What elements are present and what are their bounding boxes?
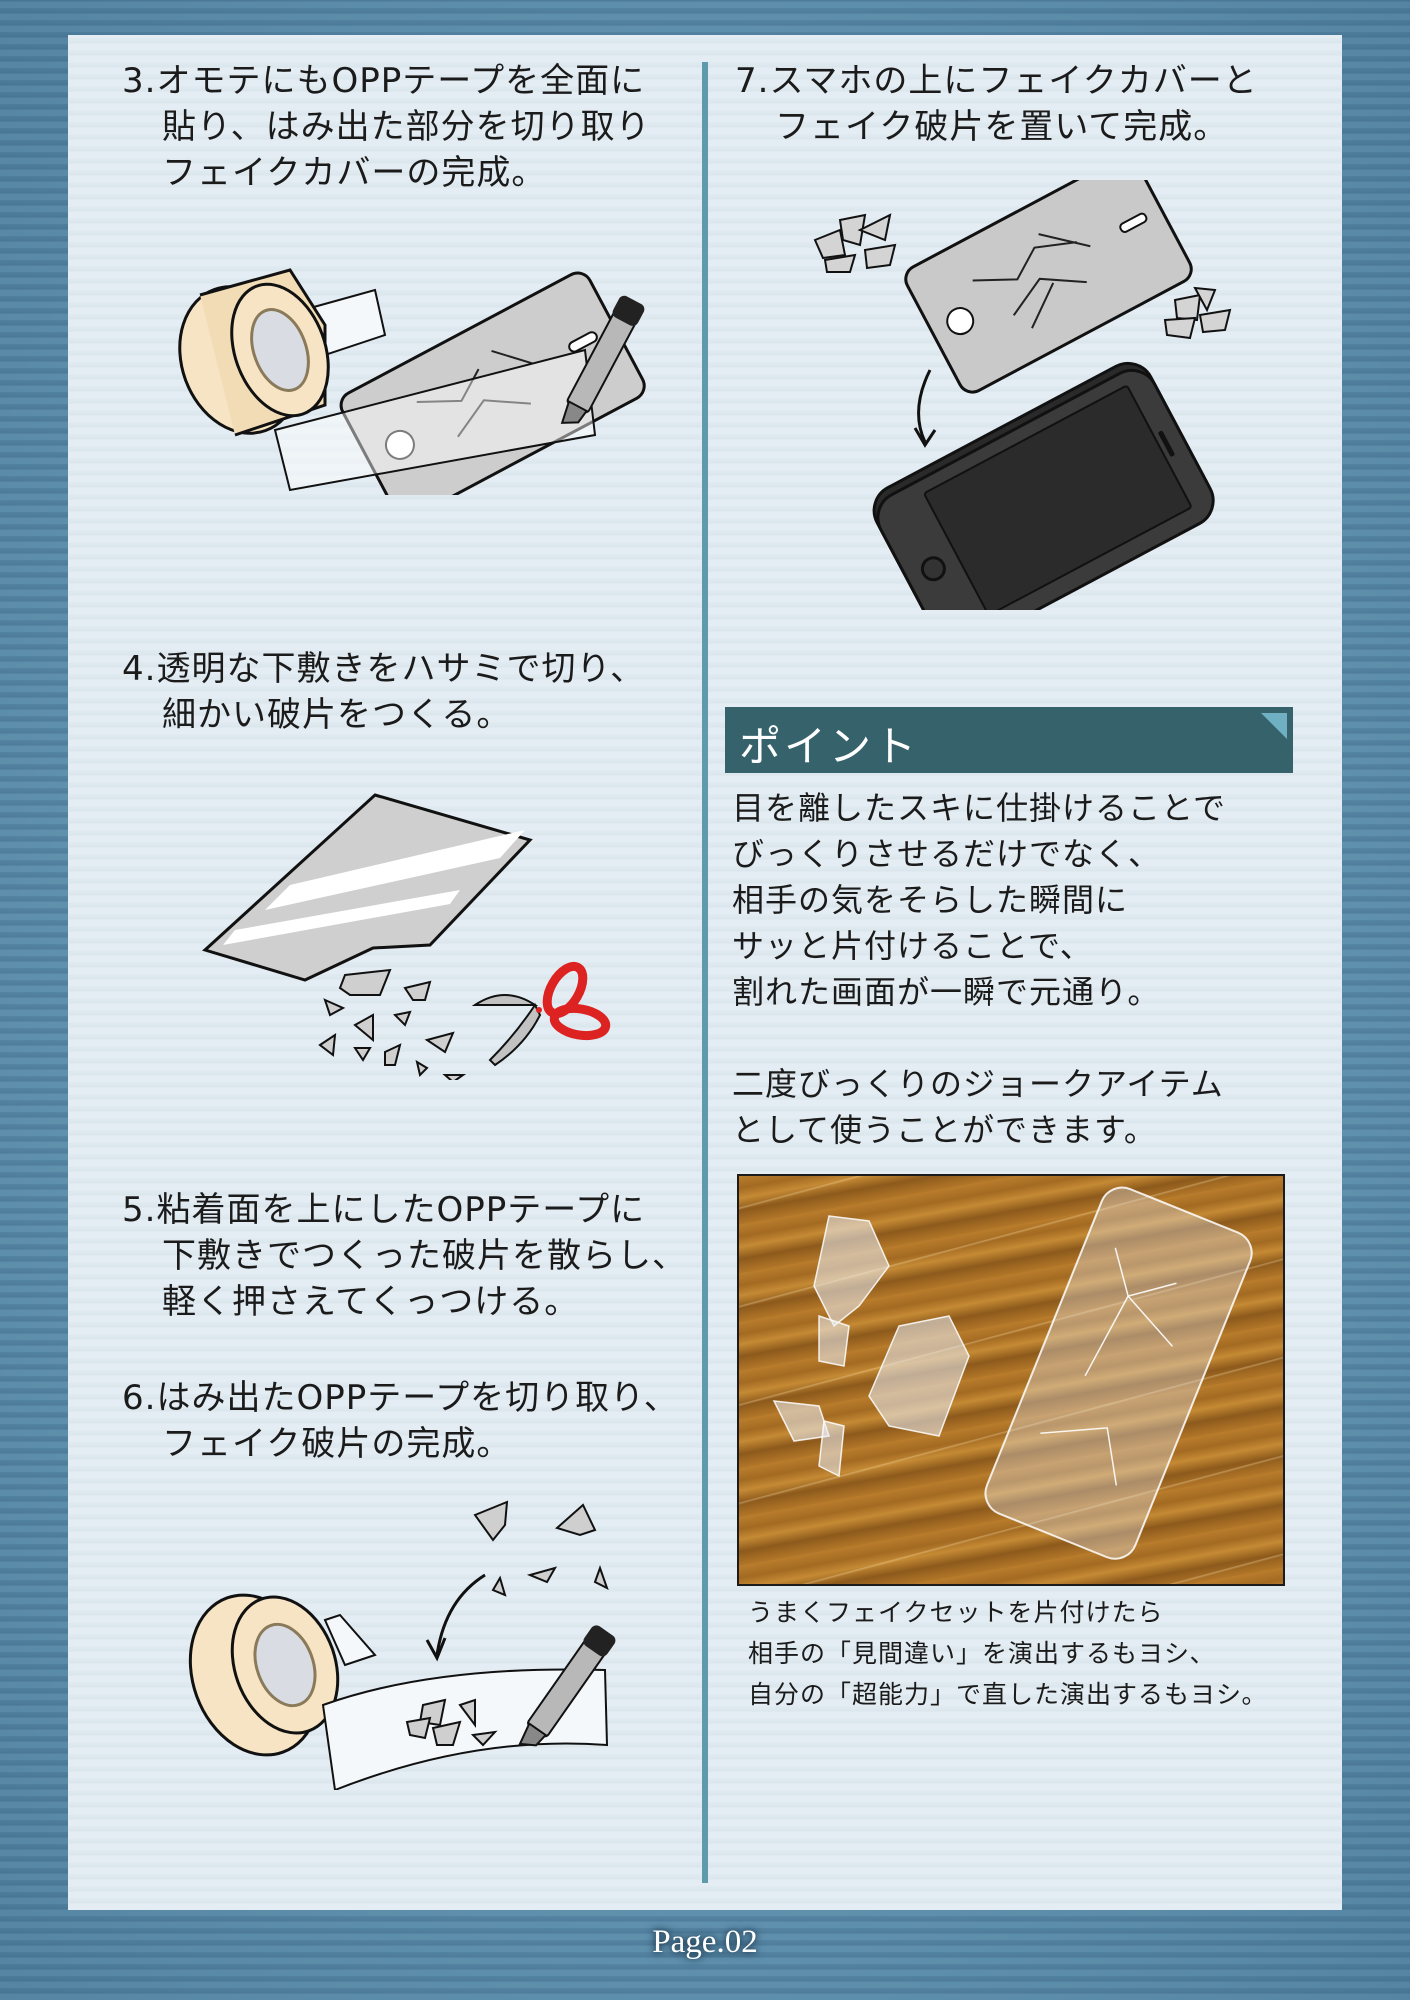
- corner-triangle-icon: [1261, 713, 1287, 739]
- point-heading-bar: ポイント: [725, 707, 1293, 773]
- point-line-6: 二度びっくりのジョークアイテム: [732, 1065, 1224, 1103]
- cover-on-smartphone-icon: [813, 180, 1232, 610]
- caption-line-2: 相手の「見間違い」を演出するもヨシ、: [748, 1639, 1216, 1668]
- tape-and-fake-cover-icon: [178, 268, 646, 495]
- step-6-text: 6.はみ出たOPPテープを切り取り、 フェイク破片の完成。: [122, 1375, 679, 1467]
- point-heading: ポイント: [739, 722, 920, 771]
- point-line-2: びっくりさせるだけでなく、: [732, 835, 1162, 873]
- sheet-and-scissors-icon: [202, 793, 611, 1080]
- point-line-5: 割れた画面が一瞬で元通り。: [732, 973, 1161, 1011]
- point-line-7: として使うことができます。: [732, 1111, 1157, 1149]
- step-5-text: 5.粘着面を上にしたOPPテープに 下敷きでつくった破片を散らし、 軽く押さえて…: [122, 1187, 687, 1325]
- step-3-line-2: 貼り、はみ出た部分を切り取り: [162, 107, 651, 147]
- step-6-line-2: フェイク破片の完成。: [162, 1424, 512, 1464]
- step-7-text: 7.スマホの上にフェイクカバーと フェイク破片を置いて完成。: [735, 58, 1258, 150]
- column-divider: [702, 62, 708, 1883]
- step-3-line-3: フェイクカバーの完成。: [162, 153, 547, 193]
- caption-line-1: うまくフェイクセットを片付けたら: [748, 1598, 1164, 1627]
- photo-caption: うまくフェイクセットを片付けたら 相手の「見間違い」を演出するもヨシ、 自分の「…: [748, 1592, 1268, 1715]
- point-body-text: 目を離したスキに仕掛けることで びっくりさせるだけでなく、 相手の気をそらした瞬…: [732, 785, 1226, 1153]
- step-3-line-1: 3.オモテにもOPPテープを全面に: [122, 61, 646, 101]
- point-line-1: 目を離したスキに仕掛けることで: [732, 789, 1227, 827]
- point-line-3: 相手の気をそらした瞬間に: [732, 881, 1129, 919]
- step-5-line-2: 下敷きでつくった破片を散らし、: [162, 1236, 687, 1276]
- page-number: Page.02: [652, 1924, 758, 1960]
- step-7-line-1: 7.スマホの上にフェイクカバーと: [735, 61, 1258, 101]
- point-line-4: サッと片付けることで、: [732, 927, 1093, 965]
- step-4-text: 4.透明な下敷きをハサミで切り、 細かい破片をつくる。: [122, 646, 645, 738]
- tape-with-fragments-icon: [188, 1500, 616, 1790]
- fake-set-photo: [737, 1174, 1285, 1586]
- step-4-line-1: 4.透明な下敷きをハサミで切り、: [122, 649, 646, 689]
- caption-line-3: 自分の「超能力」で直した演出するもヨシ。: [748, 1680, 1268, 1709]
- paragraph-gap: [732, 1015, 1226, 1061]
- photo-content-icon: [772, 1186, 1253, 1560]
- step-5-line-1: 5.粘着面を上にしたOPPテープに: [122, 1190, 646, 1230]
- step-5-line-3: 軽く押さえてくっつける。: [162, 1282, 580, 1322]
- step-4-line-2: 細かい破片をつくる。: [162, 695, 512, 735]
- step-3-text: 3.オモテにもOPPテープを全面に 貼り、はみ出た部分を切り取り フェイクカバー…: [122, 58, 651, 196]
- step-7-line-2: フェイク破片を置いて完成。: [775, 107, 1229, 147]
- step-6-line-1: 6.はみ出たOPPテープを切り取り、: [122, 1378, 679, 1418]
